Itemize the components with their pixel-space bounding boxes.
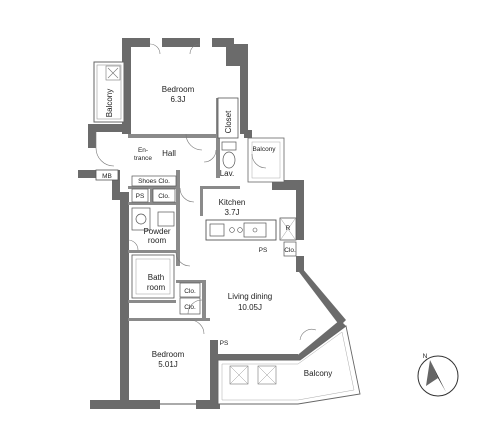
- angled-wall-lower: [294, 320, 346, 364]
- ps-box-left: [131, 188, 149, 203]
- label-mb: MB: [102, 173, 112, 180]
- label-bath-2: room: [147, 283, 166, 292]
- compass-north-label: N: [423, 353, 428, 360]
- label-bedroom-bottom: Bedroom: [152, 350, 185, 359]
- balcony-bottom-area: [217, 325, 361, 405]
- label-clo-a: Clo.: [184, 288, 196, 295]
- label-bedroom-top: Bedroom: [162, 85, 195, 94]
- label-kitchen: Kitchen: [219, 198, 246, 207]
- label-r: R: [286, 225, 291, 232]
- label-bath-1: Bath: [148, 273, 164, 282]
- angled-wall-upper: [296, 268, 346, 326]
- balcony-small-area: [247, 137, 285, 183]
- clo-box-a: [179, 282, 201, 298]
- label-balcony-bottom: Balcony: [304, 369, 332, 378]
- label-ps-kitchen: PS: [259, 247, 268, 254]
- label-entrance-2: trance: [134, 155, 152, 162]
- label-balcony-left: Balcony: [105, 89, 114, 117]
- label-lav: Lav.: [220, 169, 235, 178]
- label-clo-b: Clo.: [184, 304, 196, 311]
- label-powder-2: room: [148, 236, 167, 245]
- label-kitchen-size: 3.7J: [224, 208, 239, 217]
- clo-box-left: [152, 188, 176, 203]
- powder-sink: [157, 211, 175, 227]
- label-hall: Hall: [162, 149, 176, 158]
- label-living-size: 10.05J: [238, 303, 262, 312]
- label-bedroom-bottom-size: 5.01J: [158, 360, 178, 369]
- label-bedroom-top-size: 6.3J: [170, 95, 185, 104]
- label-clo-left: Clo.: [158, 193, 170, 200]
- label-ps-left: PS: [136, 193, 145, 200]
- label-entrance-1: En-: [138, 147, 148, 154]
- toilet-fixture: [221, 141, 237, 169]
- closet-box: [217, 97, 239, 139]
- living-bottom-wall: [214, 354, 298, 360]
- label-living: Living dining: [228, 292, 272, 301]
- label-powder-1: Powder: [143, 227, 170, 236]
- label-closet: Closet: [224, 110, 233, 133]
- label-ps-bottom: PS: [220, 340, 229, 347]
- label-shoes: Shoes Clo.: [138, 178, 170, 185]
- door-swings: [95, 43, 317, 405]
- label-balcony-small: Balcony: [252, 146, 276, 153]
- kitchen-counter: [205, 219, 277, 241]
- compass-icon: N: [417, 353, 459, 397]
- mb-box: [95, 169, 119, 181]
- label-clo-kitchen: Clo.: [284, 247, 296, 254]
- shoes-closet: [131, 175, 177, 187]
- balcony-left-area: [93, 61, 125, 123]
- kitchen-clo-box: [283, 241, 297, 257]
- bathtub: [131, 254, 175, 299]
